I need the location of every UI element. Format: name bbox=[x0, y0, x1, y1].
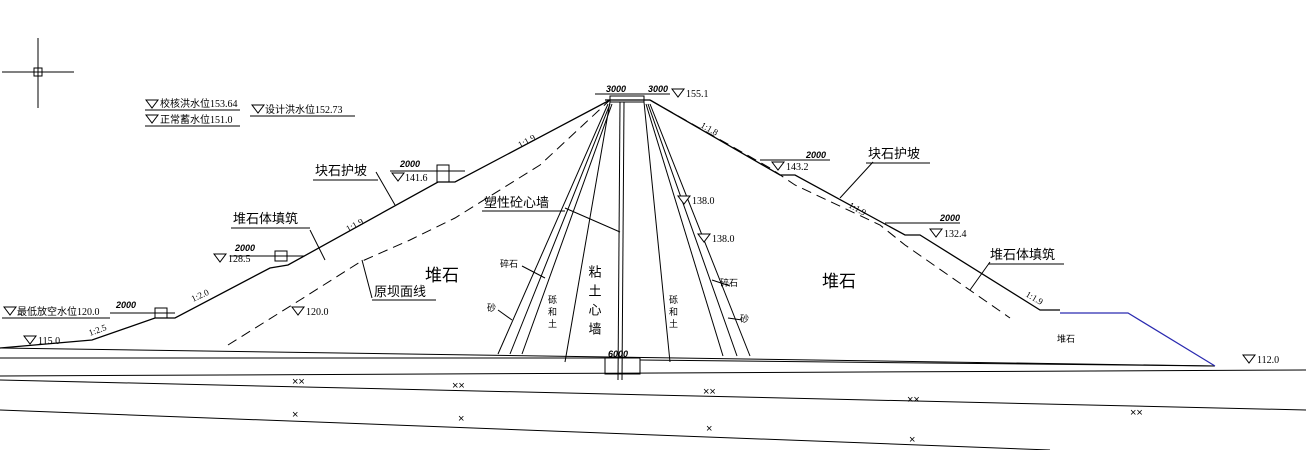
x-marker: × bbox=[706, 423, 712, 435]
xx-marker: ×× bbox=[1130, 407, 1143, 419]
berm-width-down2: 2000 bbox=[939, 213, 960, 223]
xx-marker: ×× bbox=[452, 380, 465, 392]
core-base-width: 6000 bbox=[608, 349, 628, 359]
crest-width-left: 3000 bbox=[606, 84, 626, 94]
berm-width-up1: 2000 bbox=[399, 159, 420, 169]
min-drawdown-level: 最低放空水位120.0 bbox=[17, 305, 100, 318]
normal-water-level: 正常蓄水位151.0 bbox=[160, 113, 233, 126]
crest-width-right: 3000 bbox=[648, 84, 668, 94]
upstream-slope bbox=[0, 99, 611, 349]
elevation-marker-icon bbox=[3, 306, 17, 316]
core-section bbox=[497, 101, 751, 381]
slope-down2: 1:1.9 bbox=[847, 200, 868, 218]
gravel-soil-right-label: 砾和土 bbox=[668, 294, 678, 331]
dimension-labels: 3000 3000 2000 2000 2000 2000 2000 6000 bbox=[115, 84, 960, 359]
toe-rockfill-label: 堆石 bbox=[1057, 334, 1075, 344]
upstream-toe-elevation: 115.0 bbox=[38, 336, 60, 347]
slope-up1: 1:1.9 bbox=[516, 132, 537, 150]
sand-right-label: 砂 bbox=[740, 313, 749, 324]
downstream-berm1-elevation: 143.2 bbox=[786, 162, 809, 173]
elevation-marker-icon bbox=[1242, 354, 1256, 364]
elevation-marker-icon bbox=[145, 114, 159, 124]
elevation-marker-icon bbox=[677, 195, 691, 205]
core-elevation-a: 138.0 bbox=[692, 196, 715, 207]
elevation-marker-icon bbox=[771, 161, 785, 171]
upstream-berm1-elevation: 141.6 bbox=[405, 173, 428, 184]
leader-lines bbox=[309, 161, 991, 321]
downstream-riprap-label: 块石护坡 bbox=[868, 146, 920, 161]
check-flood-level: 校核洪水位153.64 bbox=[160, 97, 238, 110]
x-marker: × bbox=[292, 409, 298, 421]
berm-width-up2: 2000 bbox=[234, 243, 255, 253]
elevation-marker-icon bbox=[697, 233, 711, 243]
zone-labels: 块石护坡 堆石体填筑 原坝面线 堆石 塑性砼心墙 粘土心墙 砾和土 砾和土 碎石… bbox=[231, 146, 1075, 344]
design-flood-level: 设计洪水位152.73 bbox=[265, 103, 343, 116]
slope-down3: 1:1.9 bbox=[1024, 289, 1045, 307]
downstream-rockfill-label: 堆石 bbox=[822, 272, 856, 291]
broken-stone-left-label: 碎石 bbox=[500, 258, 518, 269]
upstream-berm2-elevation: 128.5 bbox=[228, 254, 251, 265]
upstream-rockfill-label: 堆石 bbox=[425, 266, 459, 285]
clay-core-label: 粘土心墙 bbox=[587, 265, 602, 341]
downstream-berm2-elevation: 132.4 bbox=[944, 229, 967, 240]
elevation-marker-icon bbox=[929, 228, 943, 238]
downstream-fill-label: 堆石体填筑 bbox=[990, 247, 1055, 262]
gravel-soil-left-label: 砾和土 bbox=[547, 294, 557, 331]
x-marker: × bbox=[909, 434, 915, 446]
slope-up2: 1:1.9 bbox=[344, 216, 365, 234]
elevation-marker-icon bbox=[671, 88, 685, 98]
crosshair-cursor-icon bbox=[2, 38, 74, 108]
upstream-fill-label: 堆石体填筑 bbox=[233, 211, 298, 226]
xx-marker: ×× bbox=[907, 394, 920, 406]
downstream-slope bbox=[649, 99, 1216, 367]
crest-elevation: 155.1 bbox=[686, 89, 709, 100]
x-marker: × bbox=[458, 413, 464, 425]
elevation-marker-icon bbox=[145, 99, 159, 109]
plastic-concrete-wall-label: 塑性砼心墙 bbox=[484, 195, 549, 210]
elevation-marker-icon bbox=[391, 172, 405, 182]
dam-crest bbox=[595, 93, 670, 103]
broken-stone-right-label: 碎石 bbox=[720, 277, 738, 288]
foundation-markers: ×× ×× ×× ×× ×× × × × × bbox=[292, 376, 1143, 446]
elevation-marker-icon bbox=[251, 104, 265, 114]
berm-width-up3: 2000 bbox=[115, 300, 136, 310]
elevation-markers: 155.1 141.6 128.5 120.0 最低放空水位120.0 115.… bbox=[2, 88, 1279, 366]
elevation-marker-icon bbox=[23, 335, 37, 345]
upstream-120-elevation: 120.0 bbox=[306, 307, 329, 318]
core-elevation-b: 138.0 bbox=[712, 234, 735, 245]
elevation-marker-icon bbox=[213, 253, 227, 263]
elevation-marker-icon bbox=[291, 306, 305, 316]
downstream-toe-elevation: 112.0 bbox=[1257, 355, 1279, 366]
water-level-legend: 校核洪水位153.64 正常蓄水位151.0 设计洪水位152.73 bbox=[145, 97, 355, 127]
sand-left-label: 砂 bbox=[487, 302, 496, 313]
xx-marker: ×× bbox=[703, 386, 716, 398]
xx-marker: ×× bbox=[292, 376, 305, 388]
upstream-riprap-label: 块石护坡 bbox=[315, 163, 367, 178]
foundation-lines bbox=[0, 347, 1306, 450]
original-ground-label: 原坝面线 bbox=[374, 284, 426, 299]
berm-width-down1: 2000 bbox=[805, 150, 826, 160]
